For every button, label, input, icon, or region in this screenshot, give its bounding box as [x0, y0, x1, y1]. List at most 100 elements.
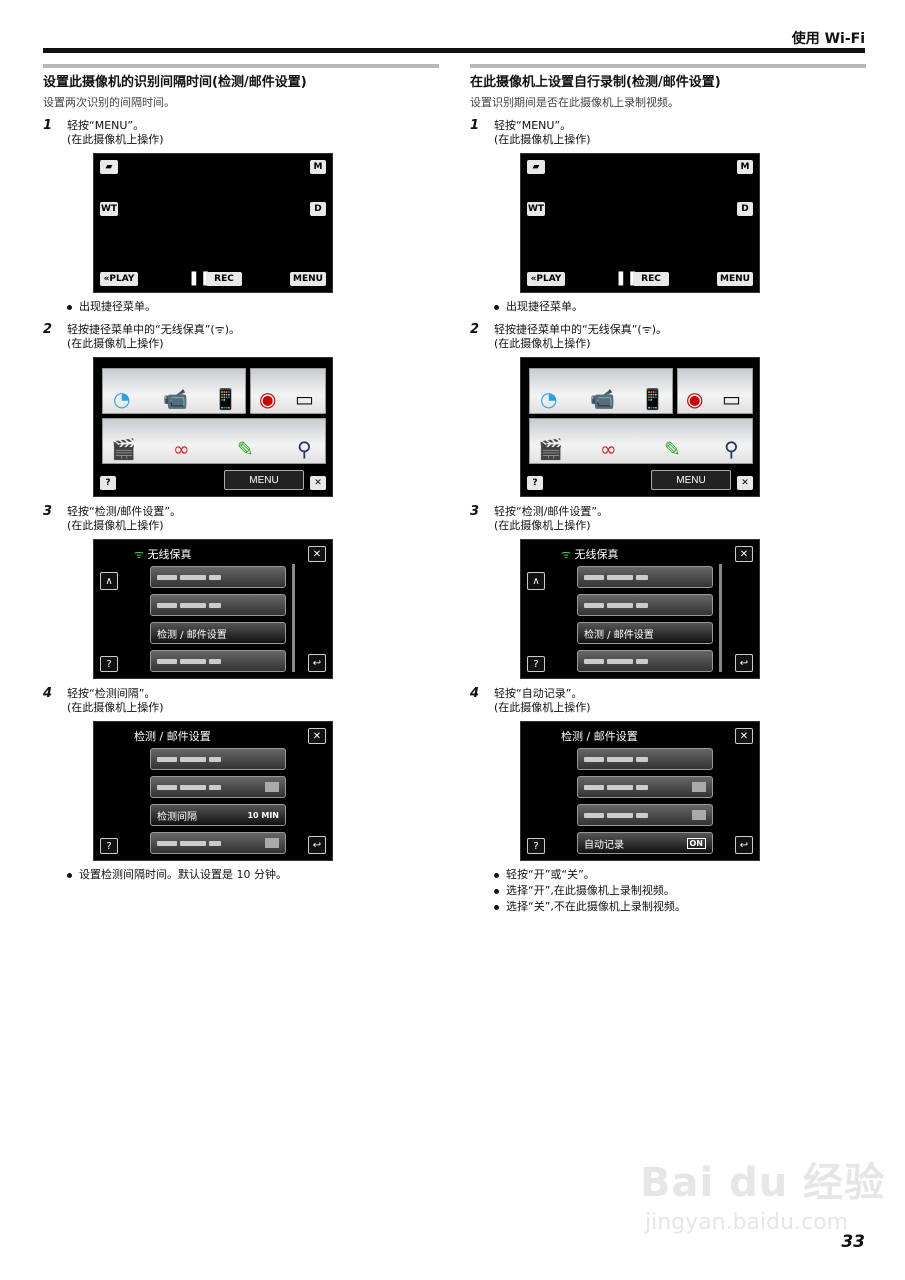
step-number: 4: [43, 686, 53, 701]
shortcut-panel-bottom: 🎬 ∞ ✎ ⚲: [102, 418, 326, 464]
close-button[interactable]: ✕: [735, 728, 753, 744]
menu-item[interactable]: [577, 594, 713, 616]
pencil-icon[interactable]: ✎: [237, 437, 254, 461]
menu-item[interactable]: [577, 566, 713, 588]
rec-button[interactable]: REC: [633, 272, 669, 286]
stamp-icon[interactable]: ⚲: [724, 437, 739, 461]
help-button[interactable]: ?: [527, 838, 545, 854]
step-note: (在此摄像机上操作): [67, 519, 164, 532]
step-note: (在此摄像机上操作): [494, 701, 591, 714]
camera-phone-icon[interactable]: 📱: [213, 387, 238, 411]
wifi-icon[interactable]: ◔: [540, 387, 558, 411]
menu-button[interactable]: MENU: [717, 272, 753, 286]
camera-send-icon[interactable]: 📹: [590, 387, 615, 411]
watermark-url: jingyan.baidu.com: [645, 1210, 849, 1235]
bullet: 设置检测间隔时间。默认设置是 10 分钟。: [67, 867, 439, 883]
menu-item-detect-mail[interactable]: 检测 / 邮件设置: [577, 622, 713, 644]
pause-icon: ❚❚: [188, 270, 212, 286]
menu-item[interactable]: [150, 748, 286, 770]
step-text: 轻按“MENU”。: [494, 119, 572, 132]
step-number: 2: [470, 322, 480, 337]
menu-item[interactable]: [150, 566, 286, 588]
back-button[interactable]: ↩: [735, 654, 753, 672]
scrollbar[interactable]: [719, 564, 722, 672]
close-button[interactable]: ✕: [308, 728, 326, 744]
glasses-icon[interactable]: ∞: [600, 437, 617, 461]
d-button[interactable]: D: [310, 202, 326, 216]
step-note: (在此摄像机上操作): [494, 519, 591, 532]
glasses-icon[interactable]: ∞: [173, 437, 190, 461]
step-2: 2 轻按捷径菜单中的“无线保真”(ᯤ)。 (在此摄像机上操作): [43, 323, 439, 351]
interval-value: 10 MIN: [247, 810, 279, 820]
wifi-icon[interactable]: ◔: [113, 387, 131, 411]
menu-item[interactable]: [577, 748, 713, 770]
lamp-icon[interactable]: ▭: [722, 387, 741, 411]
menu-item[interactable]: [577, 804, 713, 826]
camera-mode-icon[interactable]: ▰: [100, 160, 118, 174]
menu-item[interactable]: [577, 650, 713, 672]
play-button[interactable]: «PLAY: [527, 272, 565, 286]
page-number: 33: [841, 1232, 865, 1252]
scroll-up-button[interactable]: ∧: [100, 572, 118, 590]
menu-button[interactable]: MENU: [651, 470, 731, 490]
menu-button[interactable]: MENU: [290, 272, 326, 286]
menu-button[interactable]: MENU: [224, 470, 304, 490]
detect-menu-title: 检测 / 邮件设置: [134, 730, 211, 743]
wifi-menu-title: ᯤ 无线保真: [561, 548, 619, 561]
help-button[interactable]: ?: [527, 656, 545, 672]
pencil-icon[interactable]: ✎: [664, 437, 681, 461]
close-button[interactable]: ✕: [308, 546, 326, 562]
shortcut-panel-top-left: ◔ 📹 📱: [529, 368, 673, 414]
step-4: 4 轻按“自动记录”。 (在此摄像机上操作): [470, 687, 866, 715]
menu-item[interactable]: [577, 776, 713, 798]
camera-send-icon[interactable]: 📹: [163, 387, 188, 411]
section-subtitle: 设置两次识别的间隔时间。: [43, 96, 175, 109]
rec-media-icon[interactable]: ◉: [686, 387, 704, 411]
stamp-icon[interactable]: ⚲: [297, 437, 312, 461]
detect-menu-title: 检测 / 邮件设置: [561, 730, 638, 743]
back-button[interactable]: ↩: [308, 654, 326, 672]
menu-item[interactable]: [150, 832, 286, 854]
bullet: 出现捷径菜单。: [67, 299, 439, 315]
menu-item-detect-mail[interactable]: 检测 / 邮件设置: [150, 622, 286, 644]
d-button[interactable]: D: [737, 202, 753, 216]
wt-button[interactable]: WT: [527, 202, 545, 216]
step-1: 1 轻按“MENU”。 (在此摄像机上操作): [470, 119, 866, 147]
help-button[interactable]: ?: [527, 476, 543, 490]
m-button[interactable]: M: [310, 160, 326, 174]
shortcut-menu-screen: ◔ 📹 📱 ◉ ▭ 🎬 ∞ ✎ ⚲ ? MENU ✕: [93, 357, 333, 497]
camera-phone-icon[interactable]: 📱: [640, 387, 665, 411]
scroll-up-button[interactable]: ∧: [527, 572, 545, 590]
pause-icon: ❚❚: [615, 270, 639, 286]
play-button[interactable]: «PLAY: [100, 272, 138, 286]
clapper-icon[interactable]: 🎬: [111, 437, 136, 461]
step-number: 1: [470, 118, 480, 133]
close-button[interactable]: ✕: [737, 476, 753, 490]
menu-item[interactable]: [150, 776, 286, 798]
close-button[interactable]: ✕: [735, 546, 753, 562]
rec-media-icon[interactable]: ◉: [259, 387, 277, 411]
rec-button[interactable]: REC: [206, 272, 242, 286]
close-button[interactable]: ✕: [310, 476, 326, 490]
m-button[interactable]: M: [737, 160, 753, 174]
wt-button[interactable]: WT: [100, 202, 118, 216]
scrollbar[interactable]: [292, 564, 295, 672]
menu-item[interactable]: [150, 650, 286, 672]
step-3: 3 轻按“检测/邮件设置”。 (在此摄像机上操作): [470, 505, 866, 533]
clapper-icon[interactable]: 🎬: [538, 437, 563, 461]
shortcut-menu-screen: ◔ 📹 📱 ◉ ▭ 🎬 ∞ ✎ ⚲ ? MENU ✕: [520, 357, 760, 497]
back-button[interactable]: ↩: [308, 836, 326, 854]
help-button[interactable]: ?: [100, 476, 116, 490]
back-button[interactable]: ↩: [735, 836, 753, 854]
help-button[interactable]: ?: [100, 838, 118, 854]
help-button[interactable]: ?: [100, 656, 118, 672]
menu-item[interactable]: [150, 594, 286, 616]
camera-mode-icon[interactable]: ▰: [527, 160, 545, 174]
step-3: 3 轻按“检测/邮件设置”。 (在此摄像机上操作): [43, 505, 439, 533]
lamp-icon[interactable]: ▭: [295, 387, 314, 411]
step-note: (在此摄像机上操作): [494, 337, 591, 350]
